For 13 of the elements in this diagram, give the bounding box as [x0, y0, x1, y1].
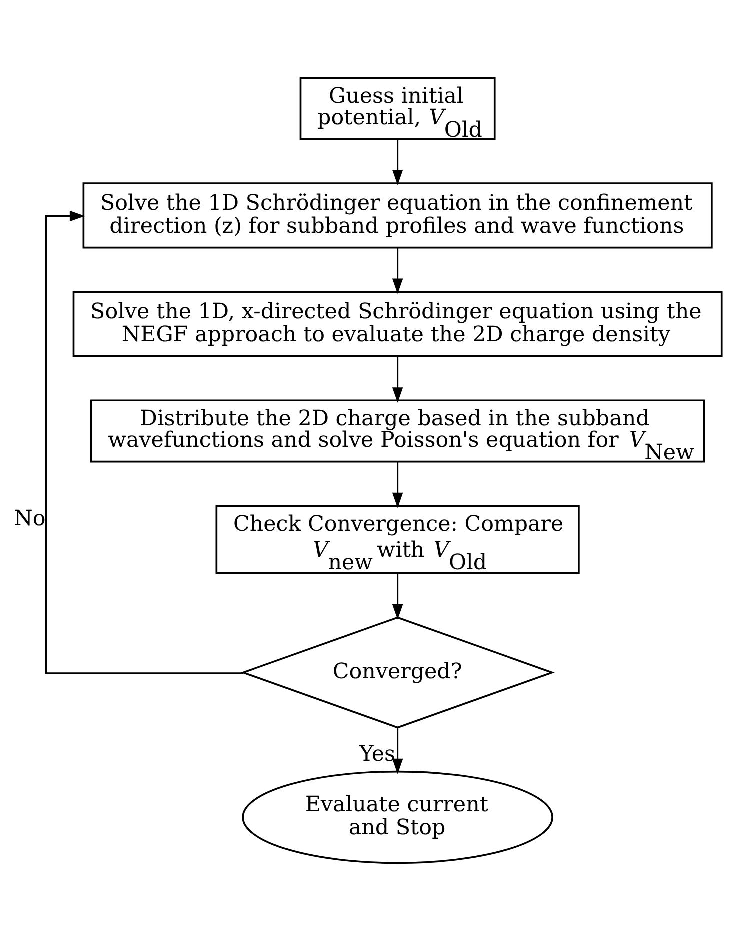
arrow [45, 210, 244, 674]
arrow [392, 248, 404, 294]
arrow [392, 574, 404, 620]
arrow [392, 462, 404, 508]
arrow [392, 356, 404, 402]
node-box: Solve the 1D Schrödinger equation in the confinement direction (z) for subband profiles and wave functions [82, 182, 713, 248]
node-box: Solve the 1D, x-directed Schrödinger equation using the NEGF approach to evaluate the 2D charge density [72, 290, 723, 357]
edge-label: Yes [360, 741, 396, 766]
arrow [392, 727, 404, 774]
edge-label: No [14, 506, 46, 531]
node-ellipse: Evaluate current and Stop [242, 770, 554, 864]
node-diamond: Converged? [240, 616, 555, 728]
arrow [392, 139, 404, 185]
